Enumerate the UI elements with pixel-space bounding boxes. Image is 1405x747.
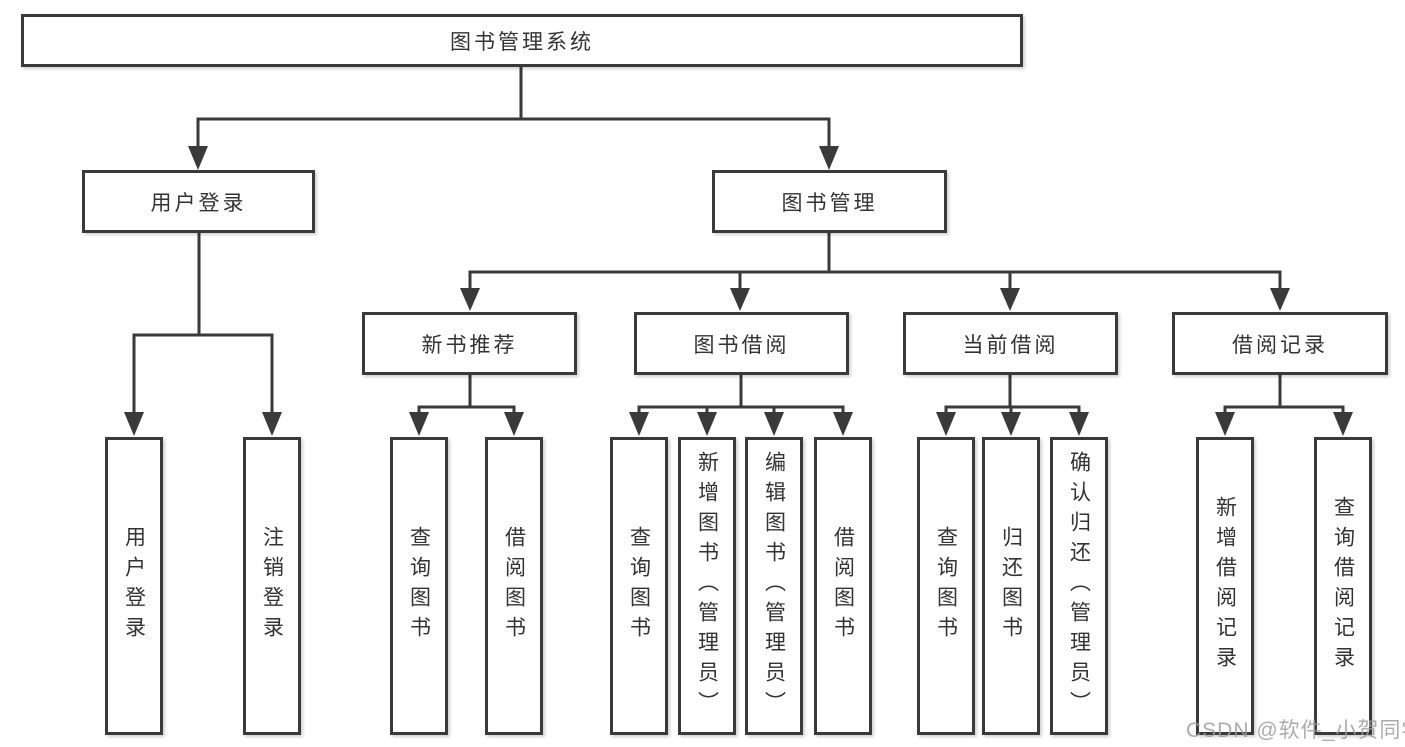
leaf-label: 借阅图书 bbox=[502, 526, 526, 646]
leaf-label: 用户登录 bbox=[122, 526, 146, 646]
leaf-label: 新增图书（管理员） bbox=[695, 451, 719, 721]
connector-records bbox=[1223, 375, 1345, 414]
leaf-edit-books-admin: 编辑图书（管理员） bbox=[745, 437, 803, 735]
leaf-label: 借阅图书 bbox=[831, 526, 855, 646]
connector-book-management bbox=[468, 233, 1282, 290]
node-label: 新书推荐 bbox=[421, 333, 518, 357]
node-current-borrowing: 当前借阅 bbox=[903, 312, 1118, 375]
connector-book-borrow bbox=[637, 375, 845, 414]
leaf-add-borrow-record: 新增借阅记录 bbox=[1196, 437, 1254, 735]
node-user-login: 用户登录 bbox=[82, 170, 315, 233]
leaf-confirm-return-admin: 确认归还（管理员） bbox=[1050, 437, 1108, 735]
leaf-label: 注销登录 bbox=[260, 526, 284, 646]
leaf-user-login: 用户登录 bbox=[105, 437, 163, 735]
leaf-query-books-recommend: 查询图书 bbox=[390, 437, 448, 735]
node-label: 借阅记录 bbox=[1232, 333, 1328, 357]
leaf-add-books-admin: 新增图书（管理员） bbox=[678, 437, 736, 735]
leaf-borrow-books: 借阅图书 bbox=[814, 437, 872, 735]
node-borrow-records: 借阅记录 bbox=[1172, 312, 1388, 375]
connector-new-book bbox=[417, 375, 516, 414]
leaf-label: 查询图书 bbox=[407, 526, 431, 646]
leaf-query-borrow-record: 查询借阅记录 bbox=[1314, 437, 1372, 735]
node-label: 当前借阅 bbox=[962, 333, 1059, 357]
node-new-book-recommend: 新书推荐 bbox=[362, 312, 577, 375]
leaf-query-books-current: 查询图书 bbox=[917, 437, 975, 735]
node-label: 图书管理系统 bbox=[450, 30, 594, 54]
leaf-label: 编辑图书（管理员） bbox=[762, 451, 786, 721]
leaf-return-books: 归还图书 bbox=[982, 437, 1040, 735]
leaf-label: 归还图书 bbox=[999, 526, 1023, 646]
connector-current-borrow bbox=[944, 375, 1081, 414]
leaf-label: 确认归还（管理员） bbox=[1067, 451, 1091, 721]
leaf-query-books-borrowing: 查询图书 bbox=[610, 437, 668, 735]
node-label: 用户登录 bbox=[150, 191, 247, 215]
node-library-management-system: 图书管理系统 bbox=[21, 14, 1023, 67]
leaf-borrow-books-recommend: 借阅图书 bbox=[485, 437, 543, 735]
connector-user-login bbox=[132, 233, 274, 414]
leaf-label: 查询图书 bbox=[934, 526, 958, 646]
leaf-label: 新增借阅记录 bbox=[1213, 496, 1237, 676]
leaf-label: 查询图书 bbox=[627, 526, 651, 646]
leaf-logout: 注销登录 bbox=[243, 437, 301, 735]
node-label: 图书管理 bbox=[781, 191, 878, 215]
node-book-borrowing: 图书借阅 bbox=[634, 312, 849, 375]
leaf-label: 查询借阅记录 bbox=[1331, 496, 1355, 676]
node-label: 图书借阅 bbox=[693, 333, 790, 357]
csdn-watermark: CSDN @软件_小贺同学 bbox=[1186, 719, 1405, 742]
connector-root bbox=[196, 66, 831, 148]
node-book-management: 图书管理 bbox=[712, 170, 947, 233]
